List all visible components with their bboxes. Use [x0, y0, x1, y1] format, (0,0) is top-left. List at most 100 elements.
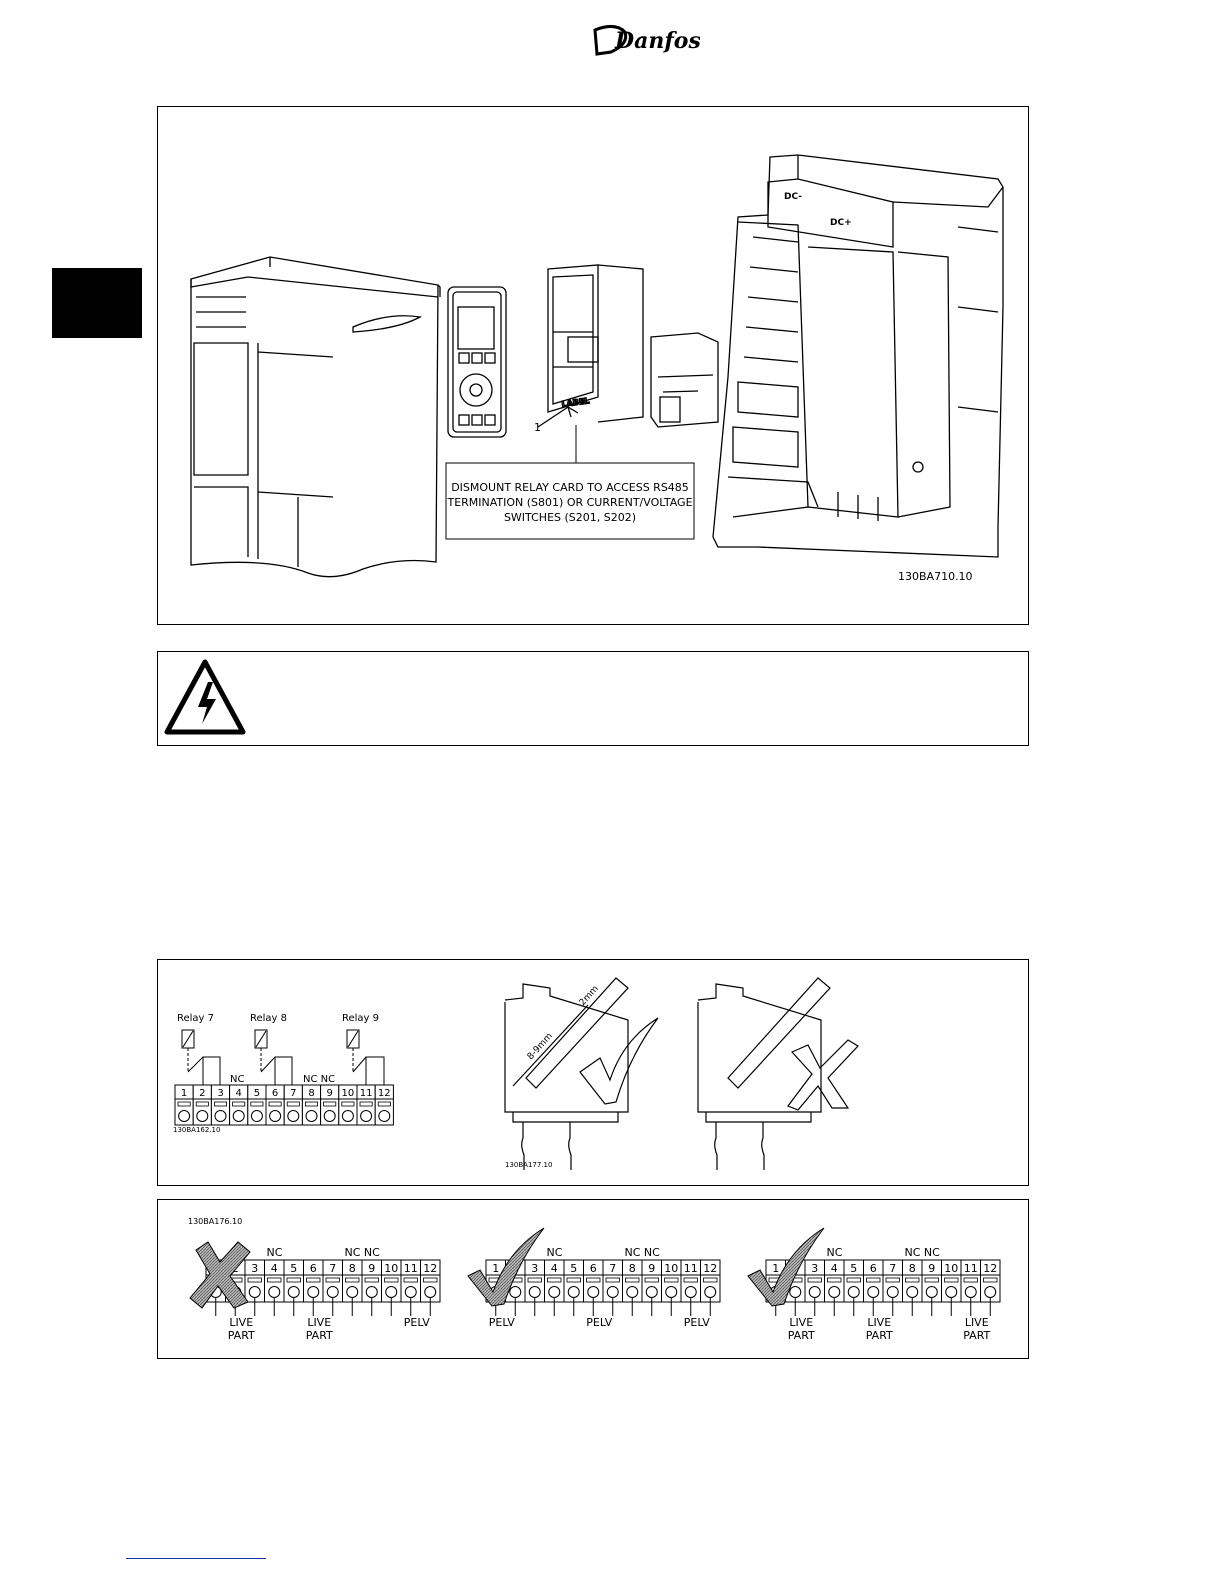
lcp-keypad — [447, 286, 507, 438]
drive-chassis — [712, 154, 1004, 558]
terminal-screw — [925, 1286, 938, 1298]
nc-label: NC — [827, 1246, 843, 1259]
figure-pelv-wiring: 130BA176.10 123456789101112NCNC NCLIVEPA… — [157, 1199, 1029, 1359]
terminal-screw — [528, 1286, 541, 1298]
terminal-screw — [645, 1286, 658, 1298]
terminal-number: 11 — [684, 1262, 698, 1275]
terminal-number: 5 — [570, 1262, 577, 1275]
terminal-screw — [250, 1110, 263, 1122]
terminal-group-label: PART — [306, 1329, 333, 1342]
terminal-strips: 123456789101112NCNC NCLIVEPARTLIVEPARTPE… — [205, 1246, 1001, 1342]
terminal-number: 10 — [384, 1262, 398, 1275]
terminal-screw — [323, 1110, 336, 1122]
nc-label: NC — [267, 1246, 283, 1259]
terminal-number: 4 — [831, 1262, 838, 1275]
terminal-number: 7 — [609, 1262, 616, 1275]
terminal-screw — [567, 1286, 580, 1298]
terminal-number: 4 — [551, 1262, 558, 1275]
terminal-screw — [828, 1286, 841, 1298]
brand-text: Danfoss — [614, 28, 700, 54]
terminal-group-label: PART — [963, 1329, 990, 1342]
terminal-screw — [178, 1110, 191, 1122]
terminal-number: 10 — [664, 1262, 678, 1275]
dim-2mm: 2mm — [578, 984, 601, 1008]
nc-pair-label: NC NC — [905, 1246, 941, 1259]
terminal-screw — [587, 1286, 600, 1298]
terminal-group-label: PELV — [404, 1316, 431, 1329]
terminal-number: 10 — [944, 1262, 958, 1275]
check-mark-2 — [747, 1227, 825, 1307]
terminal-group-label: PELV — [586, 1316, 613, 1329]
relay-card — [650, 332, 719, 428]
terminal-number: 9 — [368, 1262, 375, 1275]
connector-incorrect — [697, 977, 859, 1170]
terminal-number: 8 — [909, 1262, 916, 1275]
terminal-number: 12 — [703, 1262, 717, 1275]
relay-7-label: Relay 7 — [177, 1013, 214, 1024]
figure-code: 130BA176.10 — [188, 1217, 242, 1226]
chapter-tab — [52, 268, 142, 338]
terminal-group-label: PART — [228, 1329, 255, 1342]
nc-pair-label: NC NC — [345, 1246, 381, 1259]
terminal-screw — [945, 1286, 958, 1298]
terminal-screw — [232, 1110, 245, 1122]
terminal-screw — [365, 1286, 378, 1298]
relay-coils — [181, 1029, 385, 1085]
terminal-group-label: PELV — [684, 1316, 711, 1329]
terminal-screw — [248, 1286, 261, 1298]
terminal-number: 6 — [272, 1088, 278, 1099]
terminal-screw — [214, 1110, 227, 1122]
note-line-2: TERMINATION (S801) OR CURRENT/VOLTAGE — [446, 496, 692, 509]
nc-label: NC — [547, 1246, 563, 1259]
terminal-screw — [509, 1286, 522, 1298]
connector-correct — [504, 977, 659, 1170]
check-mark-1 — [467, 1227, 545, 1307]
terminal-number: 11 — [360, 1088, 373, 1099]
terminal-screw — [626, 1286, 639, 1298]
code-right: 130BA177.10 — [505, 1161, 552, 1169]
terminal-screw — [789, 1286, 802, 1298]
terminal-screw — [378, 1110, 391, 1122]
terminal-group-label: LIVE — [307, 1316, 331, 1329]
terminal-number: 3 — [811, 1262, 818, 1275]
terminal-number: 6 — [870, 1262, 877, 1275]
terminal-screw — [808, 1286, 821, 1298]
terminal-screw — [404, 1286, 417, 1298]
nc-pair-label: NC NC — [303, 1074, 335, 1085]
terminal-number: 3 — [531, 1262, 538, 1275]
terminal-screw — [287, 1286, 300, 1298]
terminal-screw — [665, 1286, 678, 1298]
terminal-screw — [196, 1110, 209, 1122]
terminal-number: 11 — [404, 1262, 418, 1275]
terminal-group-label: LIVE — [965, 1316, 989, 1329]
terminal-screw — [385, 1286, 398, 1298]
figure-exploded-view: LABEL 1 DC- DC+ DISMOUN — [157, 106, 1029, 625]
terminal-screw — [346, 1286, 359, 1298]
terminal-screw — [606, 1286, 619, 1298]
dim-strip: 8-9mm — [526, 1031, 555, 1062]
terminal-number: 5 — [290, 1262, 297, 1275]
note-box — [445, 462, 695, 540]
nc-label: NC — [230, 1074, 244, 1085]
terminal-number: 6 — [310, 1262, 317, 1275]
high-voltage-warning-icon — [164, 659, 246, 735]
terminal-screw — [287, 1110, 300, 1122]
terminal-screw — [964, 1286, 977, 1298]
terminal-number: 2 — [199, 1088, 205, 1099]
terminal-screw — [548, 1286, 561, 1298]
relay-8-label: Relay 8 — [250, 1013, 287, 1024]
terminal-number: 8 — [629, 1262, 636, 1275]
relay-card-frame: LABEL — [537, 264, 644, 428]
terminal-number: 5 — [254, 1088, 260, 1099]
terminal-number: 7 — [889, 1262, 896, 1275]
terminal-screw — [984, 1286, 997, 1298]
warning-box — [157, 651, 1029, 746]
terminal-screw — [424, 1286, 437, 1298]
note-line-1: DISMOUNT RELAY CARD TO ACCESS RS485 — [451, 481, 689, 494]
terminal-number: 9 — [928, 1262, 935, 1275]
terminal-group-label: LIVE — [789, 1316, 813, 1329]
danfoss-logo: Danfoss — [585, 18, 700, 60]
terminal-screw — [906, 1286, 919, 1298]
